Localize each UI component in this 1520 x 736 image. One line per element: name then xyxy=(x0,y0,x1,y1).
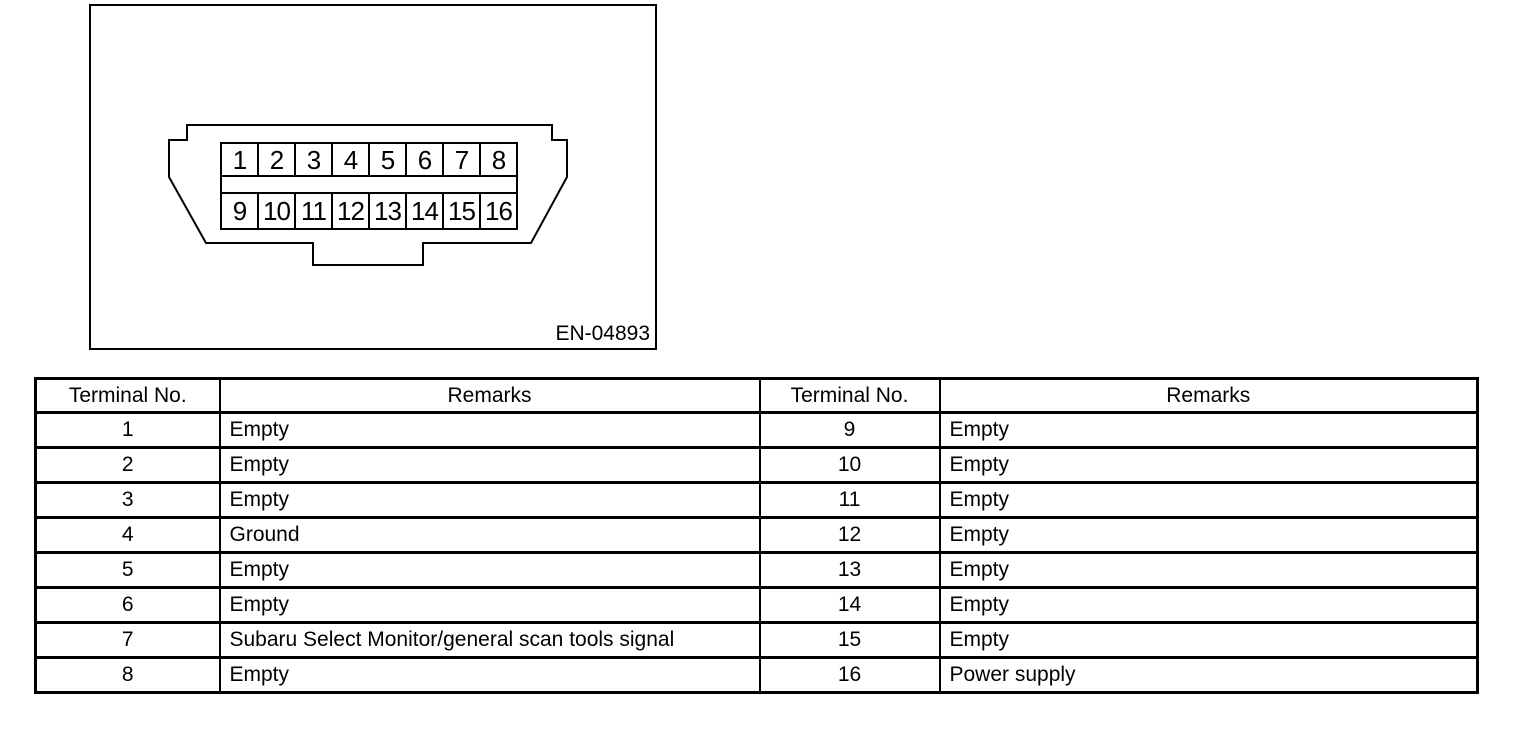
terminal-no-cell: 10 xyxy=(758,446,941,484)
connector-body-outline xyxy=(168,124,568,266)
table-row: 8 Empty 16 Power supply xyxy=(34,656,1479,694)
remarks-cell: Empty xyxy=(938,446,1479,484)
table-row: 7 Subaru Select Monitor/general scan too… xyxy=(34,621,1479,659)
terminal-no-cell: 8 xyxy=(34,656,221,694)
terminal-table-header-row: Terminal No. Remarks Terminal No. Remark… xyxy=(34,377,1479,414)
terminal-table: Terminal No. Remarks Terminal No. Remark… xyxy=(34,377,1479,694)
connector-figure: 1 2 3 4 5 6 7 8 9 10 11 12 13 14 15 16 E… xyxy=(89,4,657,350)
pin-cell-9: 9 xyxy=(232,196,247,226)
table-row: 3 Empty 11 Empty xyxy=(34,481,1479,519)
terminal-no-cell: 6 xyxy=(34,586,221,624)
connector-outline-drawing xyxy=(168,124,568,266)
col-header-remarks-right: Remarks xyxy=(938,377,1479,414)
terminal-no-cell: 2 xyxy=(34,446,221,484)
col-header-terminal-no-left: Terminal No. xyxy=(34,377,221,414)
pin-cell-11: 11 xyxy=(294,194,331,228)
table-row: 6 Empty 14 Empty xyxy=(34,586,1479,624)
remarks-cell: Subaru Select Monitor/general scan tools… xyxy=(218,621,761,659)
terminal-no-cell: 14 xyxy=(758,586,941,624)
col-header-remarks-left: Remarks xyxy=(218,377,761,414)
terminal-no-cell: 3 xyxy=(34,481,221,519)
pin-cell-12: 12 xyxy=(331,194,368,228)
remarks-cell: Empty xyxy=(938,411,1479,449)
terminal-no-cell: 11 xyxy=(758,481,941,519)
terminal-no-cell: 4 xyxy=(34,516,221,554)
pin-row-top: 1 2 3 4 5 6 7 8 xyxy=(220,142,518,177)
pin-cell-3: 3 xyxy=(294,144,331,175)
pin-cell-4: 4 xyxy=(331,144,368,175)
pin-cell-14: 14 xyxy=(405,194,442,228)
figure-code-label: EN-04893 xyxy=(555,322,650,345)
remarks-cell: Empty xyxy=(218,446,761,484)
table-row: 1 Empty 9 Empty xyxy=(34,411,1479,449)
pin-cell-8: 8 xyxy=(479,144,516,175)
pin-cell-5: 5 xyxy=(368,144,405,175)
remarks-cell: Power supply xyxy=(938,656,1479,694)
pin-cell-13: 13 xyxy=(368,194,405,228)
terminal-no-cell: 16 xyxy=(758,656,941,694)
terminal-no-cell: 1 xyxy=(34,411,221,449)
terminal-no-cell: 13 xyxy=(758,551,941,589)
terminal-no-cell: 9 xyxy=(758,411,941,449)
remarks-cell: Ground xyxy=(218,516,761,554)
col-header-terminal-no-right: Terminal No. xyxy=(758,377,941,414)
remarks-cell: Empty xyxy=(938,481,1479,519)
terminal-no-cell: 12 xyxy=(758,516,941,554)
pin-cell-15: 15 xyxy=(442,194,479,228)
remarks-cell: Empty xyxy=(938,516,1479,554)
remarks-cell: Empty xyxy=(938,551,1479,589)
terminal-no-cell: 7 xyxy=(34,621,221,659)
pin-cell-1: 1 xyxy=(232,144,247,175)
remarks-cell: Empty xyxy=(218,481,761,519)
pin-row-bottom: 9 10 11 12 13 14 15 16 xyxy=(220,192,518,230)
pin-cell-6: 6 xyxy=(405,144,442,175)
remarks-cell: Empty xyxy=(218,656,761,694)
table-row: 5 Empty 13 Empty xyxy=(34,551,1479,589)
pin-cell-16: 16 xyxy=(479,194,516,228)
remarks-cell: Empty xyxy=(938,621,1479,659)
pin-cell-2: 2 xyxy=(257,144,294,175)
terminal-no-cell: 5 xyxy=(34,551,221,589)
table-row: 4 Ground 12 Empty xyxy=(34,516,1479,554)
remarks-cell: Empty xyxy=(218,411,761,449)
pin-cell-7: 7 xyxy=(442,144,479,175)
remarks-cell: Empty xyxy=(218,586,761,624)
table-row: 2 Empty 10 Empty xyxy=(34,446,1479,484)
remarks-cell: Empty xyxy=(938,586,1479,624)
pin-cell-10: 10 xyxy=(257,194,294,228)
pin-row-separator-band xyxy=(220,177,518,192)
remarks-cell: Empty xyxy=(218,551,761,589)
terminal-no-cell: 15 xyxy=(758,621,941,659)
pin-grid: 1 2 3 4 5 6 7 8 9 10 11 12 13 14 15 16 xyxy=(220,142,518,230)
